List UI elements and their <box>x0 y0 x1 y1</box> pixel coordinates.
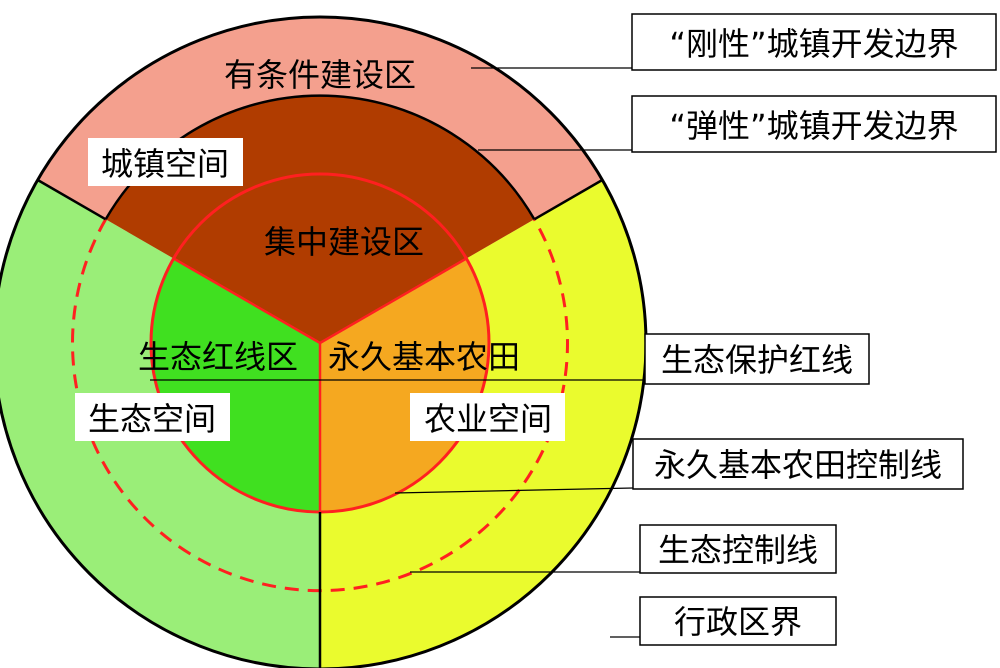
ecological-protection-redline-box: 生态保护红线 <box>644 333 870 385</box>
ecological-space-label-bg <box>75 393 230 441</box>
rigid-urban-boundary-label: “刚性”城镇开发边界 <box>669 25 958 63</box>
conditional-construction-label: 有条件建设区 <box>224 56 416 94</box>
permanent-farmland-label: 永久基本农田 <box>328 338 520 376</box>
agricultural-space-label: 农业空间 <box>424 400 552 438</box>
rigid-urban-boundary-box: “刚性”城镇开发边界 <box>631 13 997 71</box>
administrative-boundary-label: 行政区界 <box>674 603 802 641</box>
leader-farmland <box>394 487 634 494</box>
urban-space-label: 城镇空间 <box>101 145 229 183</box>
agricultural-space-label-bg <box>410 393 565 441</box>
farmland-control-line-label: 永久基本农田控制线 <box>654 446 942 484</box>
administrative-boundary-box: 行政区界 <box>639 596 837 646</box>
ecological-redline-label: 生态红线区 <box>138 338 298 376</box>
ecological-control-line-box: 生态控制线 <box>639 524 837 574</box>
farmland-control-line-box: 永久基本农田控制线 <box>632 438 964 490</box>
division-line-right <box>533 178 603 221</box>
urban-space-label-bg <box>88 138 243 186</box>
red-division-right <box>319 257 468 345</box>
permanent-farmland-sector <box>320 258 490 512</box>
elastic-urban-boundary-box: “弹性”城镇开发边界 <box>631 95 997 153</box>
elastic-urban-boundary-label: “弹性”城镇开发边界 <box>669 107 958 145</box>
division-line-left <box>37 178 107 221</box>
red-division-left <box>172 257 321 345</box>
ecological-space-label: 生态空间 <box>88 400 216 438</box>
concentrated-construction-label: 集中建设区 <box>264 223 424 261</box>
ecological-redline-sector <box>150 258 320 512</box>
ecological-control-line-label: 生态控制线 <box>658 531 818 569</box>
ecological-protection-redline-label: 生态保护红线 <box>661 341 853 379</box>
